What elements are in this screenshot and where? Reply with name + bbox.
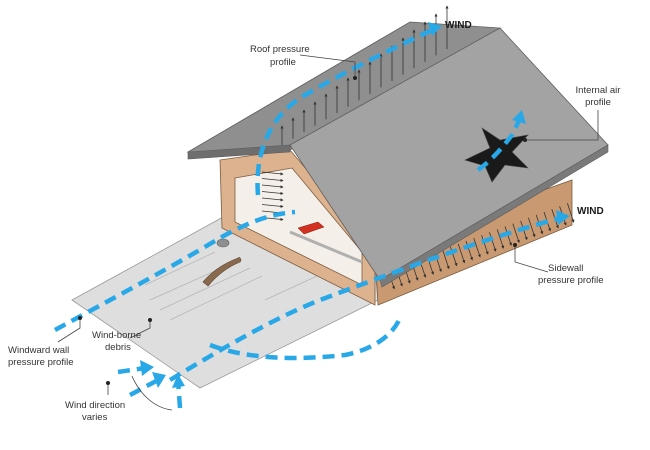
wind-direction-head-a	[140, 360, 154, 376]
sidewall-pressure-arrow	[442, 249, 450, 270]
wind-label-right: WIND	[577, 206, 604, 217]
roof-pressure-label-1: Roof pressure	[250, 44, 310, 55]
wind-direction-arc	[131, 375, 173, 411]
wind-direction-head-c	[172, 374, 185, 388]
sidewall-pressure-arrow	[481, 235, 489, 255]
wind-label-top: WIND	[445, 20, 472, 31]
wall-pressure-arrow	[261, 178, 284, 182]
roof-pressure-arrows	[280, 5, 449, 145]
wind-stream-left	[53, 209, 296, 332]
wall-pressure-arrow	[261, 171, 284, 176]
sidewall-pressure-arrow	[457, 243, 466, 264]
wind-arrowhead-right	[556, 210, 570, 225]
direction-label-1: Wind direction	[65, 400, 125, 411]
internal-air-label-1: Internal air	[576, 85, 621, 96]
leader-lines	[57, 54, 599, 395]
wind-stream-internal	[476, 116, 523, 172]
garage-opening	[234, 167, 363, 286]
sidewall-pressure-arrow	[496, 229, 505, 249]
sidewall-pressure-arrow	[465, 240, 474, 261]
debris-label-1: Wind-borne	[92, 330, 141, 341]
roof-fascia	[379, 144, 609, 288]
direction-label-2: varies	[82, 412, 108, 423]
windward-label-2: pressure profile	[8, 357, 73, 368]
wind-arrowhead-internal	[512, 110, 526, 124]
wind-stream-roof	[255, 27, 433, 196]
internal-air-label-2: profile	[585, 97, 611, 108]
debris-board	[289, 230, 363, 264]
windward-label-1: Windward wall	[8, 345, 69, 356]
wind-direction-arrow-b	[128, 378, 160, 397]
debris-branch	[202, 257, 242, 287]
debris-label-2: debris	[105, 342, 131, 353]
sidewall-label-1: Sidewall	[548, 263, 583, 274]
sidewall-pressure-arrow	[528, 217, 536, 238]
wind-direction-head-b	[152, 372, 166, 388]
wall-pressure-arrow	[261, 197, 284, 202]
wind-direction-arrow-a	[117, 365, 146, 375]
sidewall-pressure-arrow	[512, 223, 520, 244]
wall-pressure-arrow	[261, 184, 284, 189]
sidewall-pressure-arrow	[473, 237, 481, 258]
ground-streaks	[144, 251, 331, 321]
debris-stone	[216, 238, 230, 248]
windward-wall-pressure-arrows	[261, 171, 284, 221]
sidewall-label-2: pressure profile	[538, 275, 603, 286]
wall-pressure-arrow	[261, 191, 284, 195]
sidewall-pressure-arrow	[489, 232, 497, 252]
debris-red-object	[297, 221, 325, 235]
wind-arrowhead-roof	[428, 22, 442, 36]
wall-pressure-arrow	[261, 204, 284, 208]
sidewall-pressure-arrow	[567, 203, 575, 223]
roof-pressure-label-2: profile	[270, 57, 296, 68]
